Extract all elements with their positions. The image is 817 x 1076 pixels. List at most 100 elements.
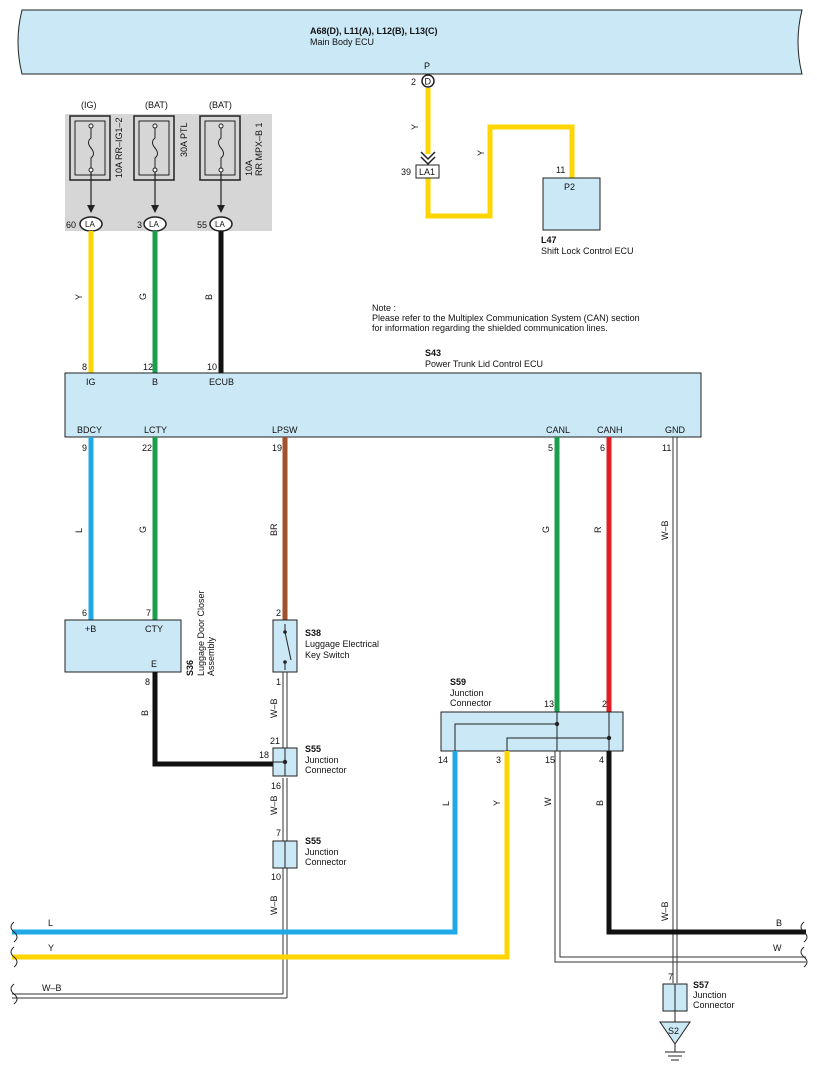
svg-text:G: G [138,293,148,300]
svg-text:Shift Lock Control ECU: Shift Lock Control ECU [541,246,634,256]
svg-text:S2: S2 [668,1026,679,1036]
svg-text:Note :: Note : [372,303,396,313]
svg-text:LA: LA [85,220,95,229]
svg-text:13: 13 [544,699,554,709]
svg-text:W–B: W–B [269,795,279,815]
svg-text:W: W [773,943,782,953]
svg-text:Y: Y [48,943,54,953]
svg-text:10A RR–IG1–2: 10A RR–IG1–2 [114,117,124,178]
svg-text:Assembly: Assembly [206,636,216,676]
svg-text:Please refer to the Multiplex: Please refer to the Multiplex Communicat… [372,313,640,323]
svg-text:4: 4 [599,755,604,765]
svg-text:7: 7 [146,608,151,618]
svg-text:RR MPX–B 1: RR MPX–B 1 [254,122,264,176]
svg-text:Y: Y [74,294,84,300]
svg-text:S43: S43 [425,348,441,358]
svg-text:L: L [48,918,53,928]
svg-text:Y: Y [476,150,486,156]
main-body-ecu-name: Main Body ECU [310,37,374,47]
svg-text:Junction: Junction [693,990,727,1000]
svg-text:7: 7 [668,972,673,982]
shift-lock-control-ecu: 11 P2 L47 Shift Lock Control ECU [541,165,634,256]
svg-text:D: D [425,77,432,87]
bus-wb-left [12,993,287,999]
svg-text:Connector: Connector [305,765,347,775]
svg-text:30A PTL: 30A PTL [179,122,189,157]
ground-s2: S2 [659,1021,691,1061]
switch-contact-icon [284,631,292,661]
s55-junction-upper: 21 18 16 S55 Junction Connector [259,736,347,791]
svg-text:B: B [140,710,150,716]
svg-text:22: 22 [142,443,152,453]
svg-text:Power Trunk Lid Control ECU: Power Trunk Lid Control ECU [425,359,543,369]
svg-text:R: R [593,526,603,533]
svg-text:(BAT): (BAT) [145,100,168,110]
wire-y-shift-lock: Y Y [410,88,575,219]
connector-d: 2 D [411,74,435,88]
luggage-door-closer: 6 7 +B CTY E 8 S36 Luggage Door Closer A… [64,590,216,687]
s55-junction-lower: 7 10 S55 Junction Connector [271,828,347,882]
svg-text:(IG): (IG) [81,100,97,110]
svg-text:B: B [152,377,158,387]
break-marks-left [10,921,18,1005]
svg-text:21: 21 [270,736,280,746]
svg-text:Connector: Connector [693,1000,735,1010]
svg-text:W–B: W–B [269,895,279,915]
svg-text:1: 1 [276,677,281,687]
svg-text:G: G [138,526,148,533]
svg-text:2: 2 [602,699,607,709]
svg-text:7: 7 [276,828,281,838]
s57-junction: 7 W–B S57 Junction Connector [660,901,735,1022]
power-trunk-lid-ecu: S43 Power Trunk Lid Control ECU 8 IG 12 … [64,348,702,453]
svg-text:+B: +B [85,624,96,634]
svg-text:E: E [151,659,157,669]
svg-text:B: B [204,294,214,300]
svg-text:S55: S55 [305,744,321,754]
svg-text:14: 14 [438,755,448,765]
wires-ecu-outputs: L G BR G R W–B [74,437,678,983]
svg-text:Junction: Junction [450,688,484,698]
svg-text:9: 9 [82,443,87,453]
svg-text:LPSW: LPSW [272,425,298,435]
svg-text:10: 10 [271,872,281,882]
svg-text:11: 11 [662,443,671,453]
wire-closer-ground: B [140,672,273,767]
svg-text:Junction: Junction [305,847,339,857]
svg-text:LA: LA [149,220,159,229]
svg-text:Y: Y [410,124,420,130]
svg-text:L: L [441,801,451,806]
svg-text:6: 6 [600,443,605,453]
svg-text:11: 11 [556,165,565,175]
svg-text:8: 8 [82,362,87,372]
svg-text:P2: P2 [564,182,575,192]
main-body-ecu-pin-label: P [424,61,430,71]
ground-triangle-icon [659,1021,691,1045]
note: Note : Please refer to the Multiplex Com… [372,303,640,333]
fuse-symbol-icon [152,126,158,170]
svg-text:Connector: Connector [305,857,347,867]
svg-text:L47: L47 [541,235,557,245]
svg-text:BR: BR [269,523,279,536]
svg-text:S55: S55 [305,836,321,846]
svg-text:for information regarding the: for information regarding the shielded c… [372,323,608,333]
svg-text:S36: S36 [185,660,195,676]
svg-text:16: 16 [271,781,281,791]
bus-labels: L Y W–B B W [42,918,782,993]
svg-text:3: 3 [137,220,142,230]
svg-text:W: W [543,797,553,806]
svg-text:GND: GND [665,425,686,435]
svg-text:Junction: Junction [305,755,339,765]
svg-text:W–B: W–B [42,983,62,993]
svg-text:Key Switch: Key Switch [305,650,350,660]
svg-text:CANL: CANL [546,425,570,435]
svg-text:BDCY: BDCY [77,425,102,435]
luggage-key-switch: 2 1 S38 Luggage Electrical Key Switch [272,608,379,687]
svg-text:G: G [541,526,551,533]
svg-text:W–B: W–B [269,698,279,718]
svg-text:2: 2 [276,608,281,618]
svg-text:Connector: Connector [450,698,492,708]
svg-text:S57: S57 [693,980,709,990]
svg-text:2: 2 [411,77,416,87]
break-marks-right [800,921,808,968]
svg-text:LA1: LA1 [419,167,435,177]
